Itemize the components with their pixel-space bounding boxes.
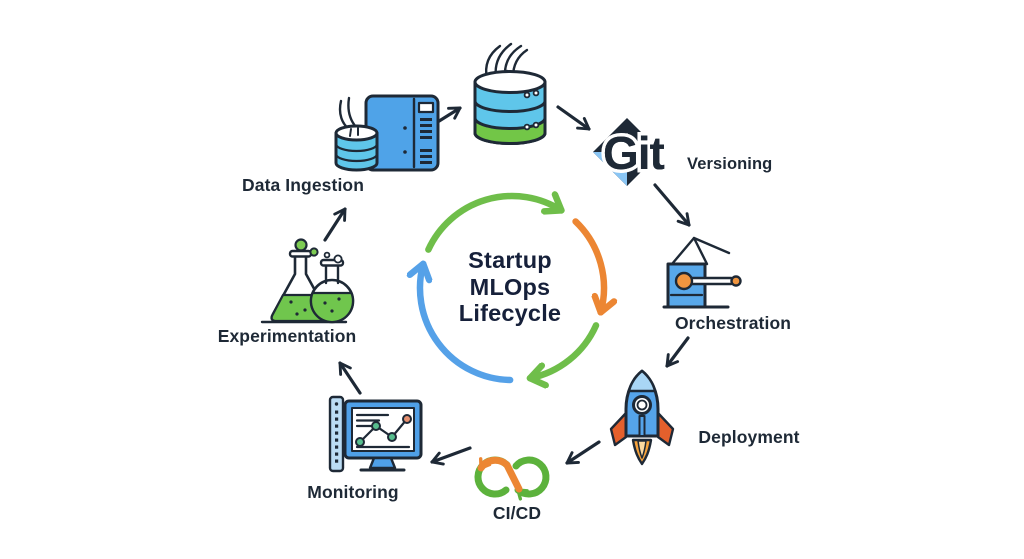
git-diamond-inner <box>608 133 646 171</box>
label-data-ingestion: Data Ingestion <box>242 175 364 195</box>
label-monitoring: Monitoring <box>307 482 399 502</box>
lifecycle-cycle-arrows <box>420 196 604 380</box>
git-wordmark-fill: Git <box>603 127 665 179</box>
arrow-experimentation-to-ingestion <box>323 207 347 242</box>
cicd-right-loop-green <box>512 456 550 501</box>
arrow-cicd-to-monitoring <box>430 446 472 466</box>
cycle-arc-green-top <box>425 196 565 253</box>
center-title-line2: MLOps <box>469 273 551 300</box>
server-database-icon <box>334 94 440 172</box>
cicd-orange-ribbon <box>477 456 523 493</box>
label-experimentation: Experimentation <box>217 326 357 346</box>
arrow-versioning-to-orchestration <box>653 183 691 227</box>
flasks-icon <box>260 238 355 324</box>
crane-icon <box>662 236 742 309</box>
center-title-line1: Startup <box>468 247 552 273</box>
arrow-deployment-to-cicd <box>565 440 601 465</box>
label-orchestration: Orchestration <box>674 313 792 333</box>
git-wordmark: Git <box>603 127 665 179</box>
label-deployment: Deployment <box>698 427 800 447</box>
cycle-arc-green-bottom <box>526 322 600 378</box>
rocket-icon <box>609 369 675 466</box>
arrow-rawdata-to-versioning <box>556 105 591 131</box>
monitor-chart-icon <box>328 395 423 473</box>
label-versioning: Versioning <box>687 155 773 173</box>
center-title: Startup MLOps Lifecycle <box>459 247 561 327</box>
center-title-line3: Lifecycle <box>458 300 562 326</box>
cycle-arc-orange-right <box>572 218 604 316</box>
arrow-orchestration-to-deployment <box>665 336 690 368</box>
arrow-monitoring-to-experimentation <box>338 361 362 395</box>
label-cicd: CI/CD <box>492 503 542 523</box>
database-icon <box>473 42 547 145</box>
connector-arrows <box>323 105 691 466</box>
git-logo: Git Git <box>593 118 669 186</box>
cycle-arc-blue-left <box>420 260 514 384</box>
infinity-loop-icon <box>474 456 550 501</box>
